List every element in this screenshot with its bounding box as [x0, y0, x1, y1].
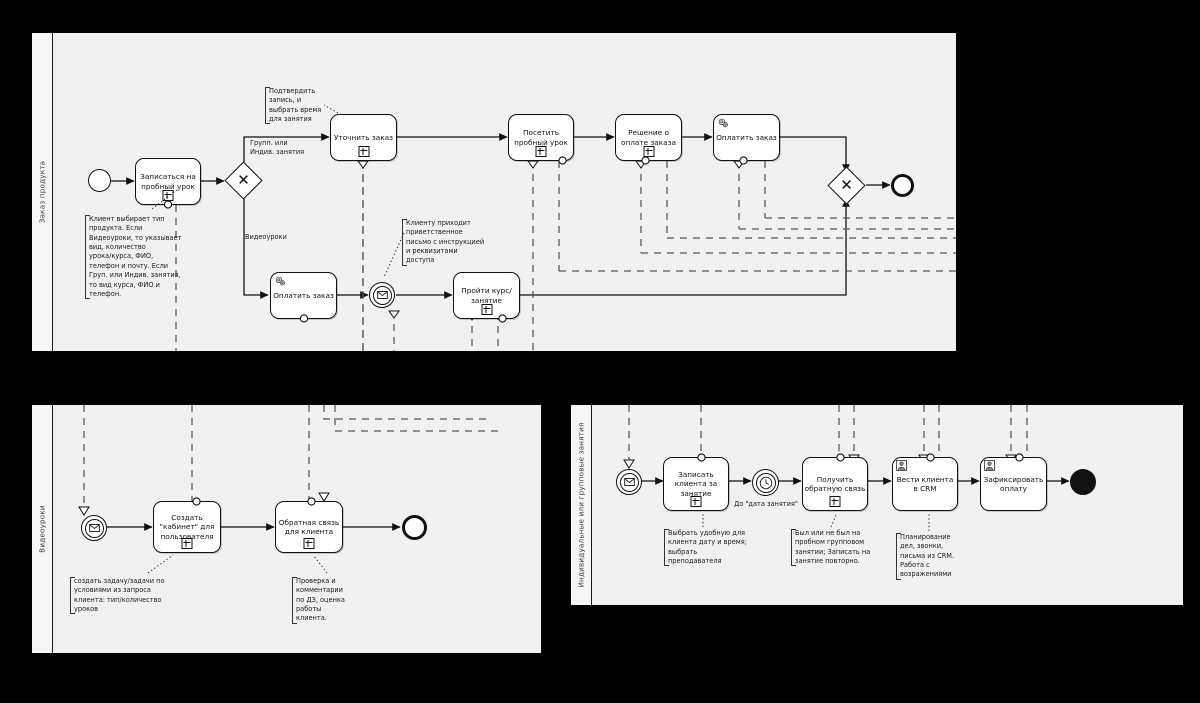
task-get-feedback-label: Получить обратную связь [804, 474, 866, 493]
pool-lessons-label: Индивидуальные или групповые занятия [576, 422, 586, 588]
annotation-trial-attendance: Был или не был на пробном групповом заня… [791, 529, 881, 567]
boundary-event-icon [836, 453, 845, 462]
boundary-event-icon [299, 314, 308, 323]
task-pay-order-top[interactable]: Оплатить заказ [713, 114, 780, 165]
subprocess-marker-icon [690, 496, 702, 507]
end-event[interactable] [402, 515, 427, 540]
boundary-event-icon [163, 200, 173, 209]
task-pay-order-top-label: Оплатить заказ [716, 132, 777, 142]
task-attend-trial[interactable]: Посетить пробный урок [508, 114, 574, 165]
service-gear-icon [274, 275, 286, 287]
task-record-payment[interactable]: Зафиксировать оплату [980, 453, 1047, 511]
boundary-event-icon [697, 453, 706, 462]
flow-label-group-individual: Групп. или Индив. занятия [250, 139, 305, 156]
pool-video-body: Создать "кабинет" для пользователя Обрат… [52, 405, 541, 653]
gateway-split-product-type[interactable]: ✕ [224, 161, 263, 200]
task-manage-client-crm-label: Вести клиента в CRM [896, 474, 954, 493]
subprocess-marker-icon [358, 146, 369, 157]
annotation-choose-datetime: Выбрать удобную для клиента дату и время… [664, 529, 764, 567]
annotation-homework-check: Проверка и комментарии по ДЗ, оценка раб… [292, 577, 370, 624]
task-take-course-label: Пройти курс/занятие [461, 286, 512, 305]
task-payment-decision-label: Решение о оплате заказа [620, 128, 676, 147]
task-payment-decision[interactable]: Решение о оплате заказа [615, 114, 682, 165]
task-record-payment-label: Зафиксировать оплату [983, 474, 1044, 493]
task-create-cabinet[interactable]: Создать "кабинет" для пользователя [153, 497, 221, 553]
task-signup-trial-label: Записаться на пробный урок [140, 172, 196, 191]
user-person-icon [984, 460, 996, 472]
pool-video-lane-header: Видеоуроки [32, 405, 53, 653]
message-start-event[interactable] [81, 515, 107, 541]
annotation-create-tasks: создать задачу/задачи по условиями из за… [70, 577, 180, 615]
boundary-event-icon [307, 497, 316, 506]
subprocess-marker-icon [481, 304, 492, 315]
task-pay-order-bottom[interactable]: Оплатить заказ [270, 272, 337, 323]
task-manage-client-crm[interactable]: Вести клиента в CRM [892, 453, 958, 511]
pool-order-lane-header: Заказ продукта [32, 33, 53, 351]
terminate-end-event[interactable] [1070, 469, 1096, 495]
start-event[interactable] [88, 169, 111, 192]
task-signup-trial[interactable]: Записаться на пробный урок [135, 158, 201, 209]
service-gear-icon [717, 117, 729, 129]
task-book-client-lesson[interactable]: Записать клиента за занятие [663, 453, 729, 511]
user-person-icon [896, 460, 908, 472]
pool-order-label: Заказ продукта [37, 160, 47, 224]
boundary-event-icon [641, 156, 650, 165]
boundary-event-icon [739, 156, 748, 165]
message-envelope-icon [84, 518, 104, 538]
task-create-cabinet-label: Создать "кабинет" для пользователя [159, 513, 215, 541]
gateway-x-icon: ✕ [237, 171, 250, 189]
subprocess-marker-icon [303, 538, 315, 549]
pool-lessons-body: Записать клиента за занятие До "дата зан… [591, 405, 1183, 605]
subprocess-marker-icon [829, 496, 841, 507]
message-start-event[interactable] [616, 469, 642, 495]
task-feedback-client-label: Обратная связь для клиента [278, 517, 340, 536]
pool-order: Заказ продукта [32, 33, 956, 351]
pool-lessons-lane-header: Индивидуальные или групповые занятия [571, 405, 592, 605]
message-envelope-icon [619, 472, 639, 492]
pool-video-label: Видеоуроки [37, 505, 47, 553]
timer-event-label: До "дата занятия" [734, 500, 798, 508]
intermediate-message-event[interactable] [369, 282, 395, 308]
boundary-event-icon [1015, 453, 1024, 462]
task-attend-trial-label: Посетить пробный урок [514, 128, 568, 147]
gateway-x-icon: ✕ [840, 176, 853, 194]
annotation-welcome-email: Клиенту приходит приветственное письмо с… [402, 219, 507, 266]
pool-video: Видеоуроки [32, 405, 541, 653]
task-pay-order-bottom-label: Оплатить заказ [273, 290, 334, 300]
task-clarify-order-label: Уточнить заказ [334, 132, 393, 142]
pool-lessons: Индивидуальные или групповые занятия [571, 405, 1183, 605]
boundary-event-icon [498, 314, 507, 323]
gateway-join[interactable]: ✕ [827, 166, 866, 205]
task-clarify-order[interactable]: Уточнить заказ [330, 114, 397, 161]
task-take-course[interactable]: Пройти курс/занятие [453, 272, 520, 323]
message-envelope-icon [372, 285, 392, 305]
timer-intermediate-event[interactable] [752, 469, 779, 496]
subprocess-marker-icon [535, 146, 547, 157]
subprocess-marker-icon [643, 146, 654, 157]
flow-label-video: Видеоуроки [245, 233, 287, 241]
clock-icon [755, 472, 776, 493]
pool-order-body: Записаться на пробный урок ✕ Уточнить за… [52, 33, 956, 351]
end-event[interactable] [891, 174, 914, 197]
subprocess-marker-icon [181, 538, 193, 549]
boundary-event-icon [926, 453, 935, 462]
annotation-crm-planning: Планирование дел, звонки, письма из CRM.… [896, 533, 964, 580]
task-get-feedback[interactable]: Получить обратную связь [802, 453, 868, 511]
task-book-client-lesson-label: Записать клиента за занятие [674, 470, 718, 498]
annotation-confirm-booking: Подтвердить запись, и выбрать время для … [265, 87, 343, 125]
task-feedback-client[interactable]: Обратная связь для клиента [275, 497, 343, 553]
boundary-event-icon [557, 156, 567, 165]
boundary-event-icon [191, 497, 201, 506]
annotation-client-chooses-type: Клиент выбирает тип продукта. Если Видео… [85, 215, 197, 300]
